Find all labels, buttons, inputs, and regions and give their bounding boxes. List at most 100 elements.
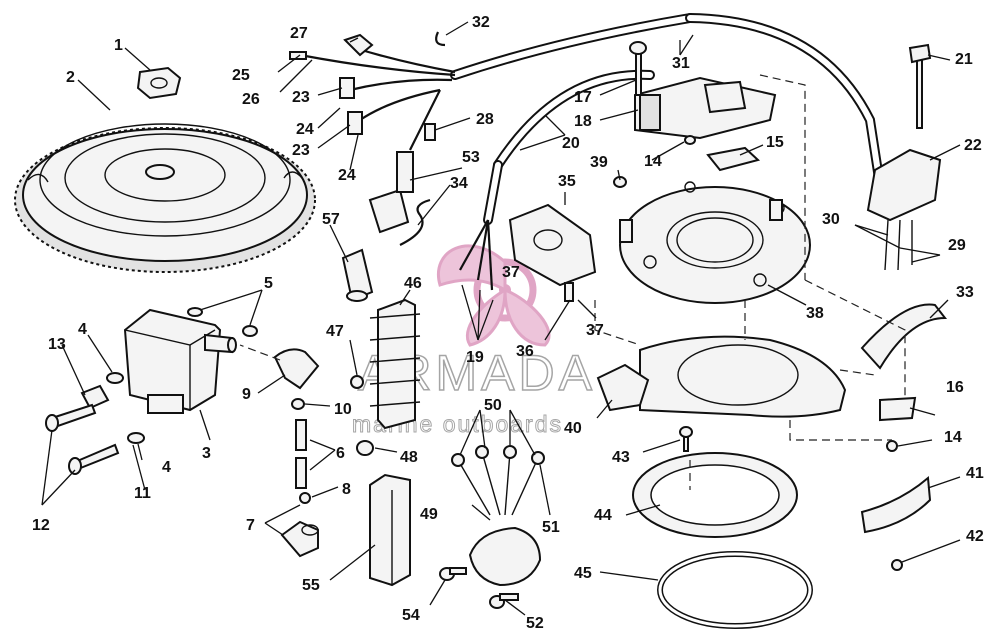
leader-lines	[41, 21, 961, 616]
callout-53: 53	[462, 149, 480, 166]
callout-57: 57	[322, 211, 340, 228]
part-washers	[106, 307, 258, 444]
callout-46: 46	[404, 275, 422, 292]
callout-numbers: 1 2 3 4 4 5 6 7 8 9 10 11 12 13 14 14 15…	[32, 14, 984, 632]
part-nut	[136, 66, 182, 100]
callout-1: 1	[114, 37, 123, 54]
callout-37a: 37	[502, 264, 520, 281]
callout-7: 7	[246, 517, 255, 534]
part-terminal-block	[369, 298, 421, 430]
callout-42: 42	[966, 528, 984, 545]
part-ring-45	[657, 551, 813, 629]
callout-48: 48	[400, 449, 418, 466]
callout-25: 25	[232, 67, 250, 84]
callout-52: 52	[526, 615, 544, 632]
callout-23b: 23	[292, 142, 310, 159]
callout-29: 29	[948, 237, 966, 254]
callout-36: 36	[516, 343, 534, 360]
wire-harness	[299, 13, 885, 291]
part-timer-base	[629, 41, 777, 140]
part-boot	[280, 520, 319, 558]
callout-32: 32	[472, 14, 490, 31]
propeller-logo	[437, 244, 551, 347]
callout-14b: 14	[944, 429, 962, 446]
callout-55: 55	[302, 577, 320, 594]
callout-50: 50	[484, 397, 502, 414]
callout-23a: 23	[292, 89, 310, 106]
callout-44: 44	[594, 507, 612, 524]
callout-30: 30	[822, 211, 840, 228]
part-power-pack	[123, 308, 237, 414]
callout-2: 2	[66, 69, 75, 86]
callout-47: 47	[326, 323, 344, 340]
part-jumper-wire	[399, 198, 431, 246]
callout-49: 49	[420, 506, 438, 523]
part-stator-plate	[619, 181, 811, 304]
part-wire-leads	[884, 219, 913, 271]
part-boot-57	[341, 248, 374, 302]
part-clamp	[80, 384, 110, 410]
part-terminal-screws	[350, 375, 374, 456]
part-screw-43	[679, 426, 693, 452]
callout-35: 35	[558, 173, 576, 190]
callout-12: 12	[32, 517, 50, 534]
part-segment-33	[860, 303, 948, 370]
callout-19: 19	[466, 349, 484, 366]
callout-38: 38	[806, 305, 824, 322]
callout-21: 21	[955, 51, 973, 68]
callout-39: 39	[590, 154, 608, 171]
callout-33: 33	[956, 284, 974, 301]
callout-3: 3	[202, 445, 211, 462]
callout-11: 11	[134, 485, 151, 502]
part-bracket	[369, 473, 411, 587]
callout-34: 34	[450, 175, 468, 192]
callout-31: 31	[672, 55, 690, 72]
part-clip-16	[879, 396, 917, 422]
callout-16: 16	[946, 379, 964, 396]
callout-4a: 4	[78, 321, 87, 338]
callout-10: 10	[334, 401, 352, 418]
part-retainer	[706, 146, 761, 172]
callout-26: 26	[242, 91, 260, 108]
callout-9: 9	[242, 386, 251, 403]
callout-24a: 24	[296, 121, 314, 138]
callout-4b: 4	[162, 459, 171, 476]
callout-13: 13	[48, 336, 66, 353]
callout-43: 43	[612, 449, 630, 466]
callout-24b: 24	[338, 167, 356, 184]
callout-17: 17	[574, 89, 592, 106]
callout-37b: 37	[586, 322, 604, 339]
callout-41: 41	[966, 465, 984, 482]
callout-54: 54	[402, 607, 420, 624]
callout-6: 6	[336, 445, 345, 462]
part-weight-41	[860, 475, 932, 534]
part-rectifier	[451, 445, 545, 587]
callout-40: 40	[564, 420, 582, 437]
part-boot-53	[368, 151, 414, 234]
part-bolt-21	[908, 43, 932, 129]
callout-5: 5	[264, 275, 273, 292]
callout-27: 27	[290, 25, 308, 42]
part-cover-22	[866, 148, 942, 222]
part-screw-42	[891, 559, 903, 571]
callout-51: 51	[542, 519, 560, 536]
callout-15: 15	[766, 134, 784, 151]
part-screws-bottom	[439, 567, 519, 609]
part-screws-left	[45, 403, 120, 475]
callout-18: 18	[574, 113, 592, 130]
part-elbow-boot	[273, 348, 320, 390]
assembly-guide-lines	[239, 74, 906, 490]
part-screw-14b	[886, 440, 898, 452]
callout-14a: 14	[644, 153, 662, 170]
part-spring-rod	[291, 398, 311, 504]
part-ring-44	[632, 452, 798, 538]
part-armature-plate	[596, 335, 847, 418]
callout-28: 28	[476, 111, 494, 128]
part-flywheel	[14, 123, 316, 273]
callout-8: 8	[342, 481, 351, 498]
callout-22: 22	[964, 137, 982, 154]
callout-20: 20	[562, 135, 580, 152]
part-coil-35	[508, 203, 597, 302]
callout-45: 45	[574, 565, 592, 582]
